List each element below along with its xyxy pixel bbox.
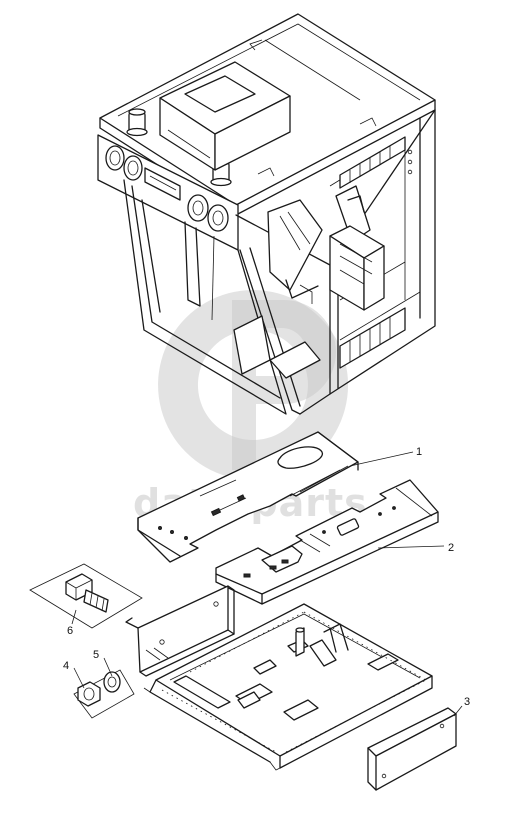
callout-2: 2	[448, 542, 454, 554]
beacon-lamp-left	[126, 108, 148, 137]
callout-3: 3	[464, 696, 470, 708]
bolt-callout-box	[29, 563, 143, 629]
side-bracket	[125, 585, 235, 677]
callout-5: 5	[93, 649, 99, 661]
rear-grille-upper	[339, 136, 406, 189]
part-6-bolt	[65, 573, 109, 613]
control-lever	[267, 199, 323, 304]
callout-leaders	[71, 451, 463, 717]
rear-grille-lower	[339, 307, 406, 369]
part-5-washer	[103, 671, 121, 693]
part-1-floor-mat	[137, 431, 359, 563]
base-floor-frame	[143, 603, 433, 771]
cab-assembly	[97, 13, 436, 415]
operator-seat	[329, 185, 385, 311]
part-2-floor-plate	[215, 479, 439, 605]
part-4-nut	[77, 681, 101, 707]
callout-4: 4	[63, 660, 69, 672]
part-3-angle-bracket	[367, 707, 457, 791]
roof-ac-unit	[159, 61, 291, 171]
callout-1: 1	[416, 446, 422, 458]
callout-6: 6	[67, 625, 73, 637]
